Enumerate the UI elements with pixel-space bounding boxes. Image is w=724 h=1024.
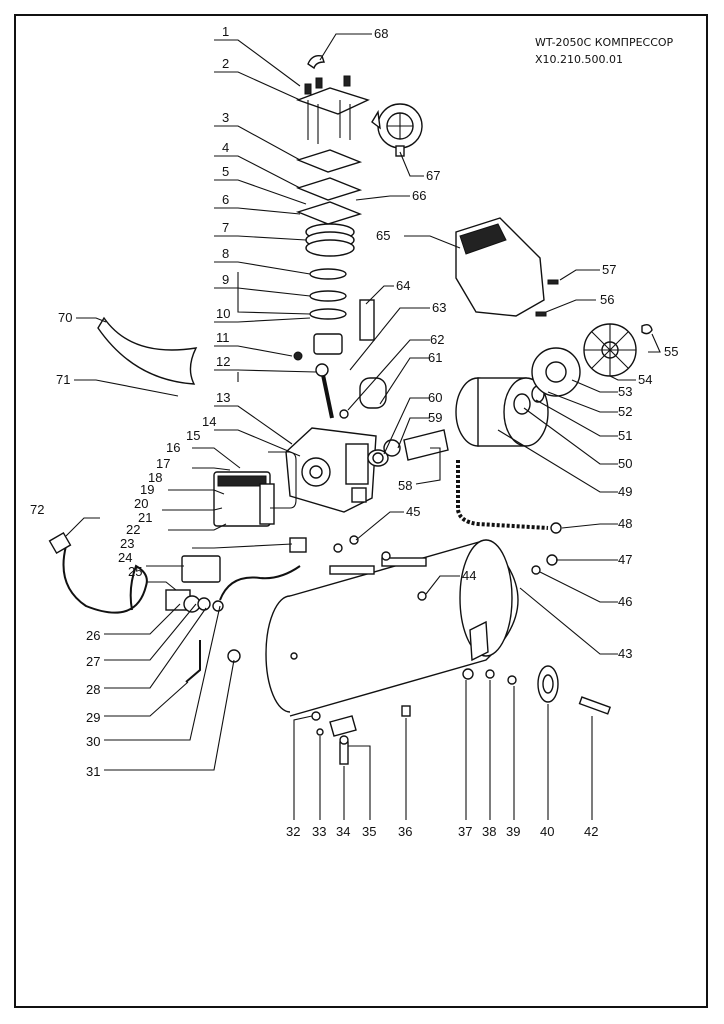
label-6: 6 — [222, 192, 229, 207]
label-12: 12 — [216, 354, 230, 369]
label-11: 11 — [216, 330, 230, 345]
label-36: 36 — [398, 824, 412, 839]
label-40: 40 — [540, 824, 554, 839]
drawing-title: WT-2050C КОМПРЕССОР — [535, 36, 674, 49]
label-8: 8 — [222, 246, 229, 261]
label-63: 63 — [432, 300, 446, 315]
label-46: 46 — [618, 594, 632, 609]
label-65: 65 — [376, 228, 390, 243]
label-45: 45 — [406, 504, 420, 519]
label-52: 52 — [618, 404, 632, 419]
fan-shroud — [455, 217, 559, 317]
label-56: 56 — [600, 292, 614, 307]
label-39: 39 — [506, 824, 520, 839]
label-15: 15 — [186, 428, 200, 443]
label-23: 23 — [120, 536, 134, 551]
cylinder-head-assembly — [295, 54, 370, 144]
label-13: 13 — [216, 390, 230, 405]
label-60: 60 — [428, 390, 442, 405]
label-10: 10 — [216, 306, 230, 321]
label-37: 37 — [458, 824, 472, 839]
label-71: 71 — [56, 372, 70, 387]
label-18: 18 — [148, 470, 162, 485]
label-30: 30 — [86, 734, 100, 749]
label-67: 67 — [426, 168, 440, 183]
title-block: WT-2050C КОМПРЕССОР X10.210.500.01 — [535, 34, 705, 68]
plates-gaskets — [293, 149, 363, 361]
label-34: 34 — [336, 824, 350, 839]
label-4: 4 — [222, 140, 229, 155]
label-59: 59 — [428, 410, 442, 425]
label-1: 1 — [222, 24, 229, 39]
label-14: 14 — [202, 414, 216, 429]
label-66: 66 — [412, 188, 426, 203]
drawing-frame — [14, 14, 708, 1008]
label-22: 22 — [126, 522, 140, 537]
crankcase-assembly — [285, 299, 389, 513]
label-61: 61 — [428, 350, 442, 365]
label-48: 48 — [618, 516, 632, 531]
label-3: 3 — [222, 110, 229, 125]
label-51: 51 — [618, 428, 632, 443]
label-47: 47 — [618, 552, 632, 567]
label-38: 38 — [482, 824, 496, 839]
air-tank — [265, 539, 519, 737]
label-33: 33 — [312, 824, 326, 839]
label-19: 19 — [140, 482, 154, 497]
label-7: 7 — [222, 220, 229, 235]
label-20: 20 — [134, 496, 148, 511]
label-72: 72 — [30, 502, 44, 517]
label-9: 9 — [222, 272, 229, 287]
label-17: 17 — [156, 456, 170, 471]
label-28: 28 — [86, 682, 100, 697]
label-58: 58 — [398, 478, 412, 493]
label-49: 49 — [618, 484, 632, 499]
label-35: 35 — [362, 824, 376, 839]
label-68: 68 — [374, 26, 388, 41]
drawing-code: X10.210.500.01 — [535, 53, 624, 66]
label-55: 55 — [664, 344, 678, 359]
label-62: 62 — [430, 332, 444, 347]
motor-assembly — [372, 323, 653, 464]
label-43: 43 — [618, 646, 632, 661]
label-16: 16 — [166, 440, 180, 455]
label-70: 70 — [58, 310, 72, 325]
label-27: 27 — [86, 654, 100, 669]
air-filter — [371, 103, 423, 157]
label-21: 21 — [138, 510, 152, 525]
part-labels: 1 2 3 4 5 6 7 8 9 10 11 12 13 14 15 16 1… — [30, 24, 678, 839]
pressure-switch-assembly — [165, 451, 307, 683]
label-53: 53 — [618, 384, 632, 399]
label-31: 31 — [86, 764, 100, 779]
label-24: 24 — [118, 550, 132, 565]
label-54: 54 — [638, 372, 652, 387]
label-57: 57 — [602, 262, 616, 277]
label-5: 5 — [222, 164, 229, 179]
label-64: 64 — [396, 278, 410, 293]
label-2: 2 — [222, 56, 229, 71]
label-26: 26 — [86, 628, 100, 643]
small-parts — [311, 535, 612, 765]
leader-lines — [65, 33, 661, 820]
label-25: 25 — [128, 564, 142, 579]
label-50: 50 — [618, 456, 632, 471]
label-42: 42 — [584, 824, 598, 839]
label-29: 29 — [86, 710, 100, 725]
label-44: 44 — [462, 568, 476, 583]
label-32: 32 — [286, 824, 300, 839]
